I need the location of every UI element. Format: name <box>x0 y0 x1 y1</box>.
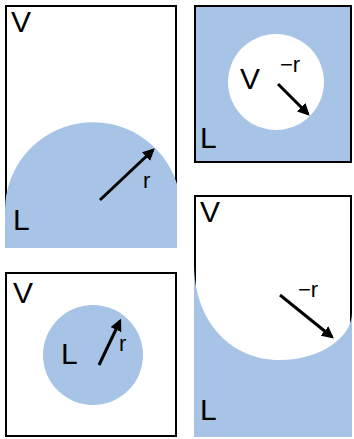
phase-label: V <box>200 197 220 227</box>
curvature-figure <box>194 195 352 437</box>
phase-label: V <box>13 278 33 308</box>
convex-meniscus-panel: VrL <box>5 5 177 248</box>
radius-label: r <box>143 170 150 192</box>
phase-label: V <box>11 7 31 37</box>
phase-label: L <box>13 205 30 235</box>
phase-label: L <box>61 339 78 369</box>
radius-label: −r <box>298 279 318 301</box>
phase-label: L <box>200 395 217 425</box>
bubble-panel: LV −r <box>194 5 352 163</box>
radius-label: r <box>119 333 126 355</box>
phase-label: L <box>200 123 217 153</box>
droplet-panel: V Lr <box>5 272 177 437</box>
radius-label: −r <box>280 54 300 76</box>
curvature-figure <box>5 5 177 248</box>
vapor-bubble: V −r <box>228 34 324 130</box>
phase-label: V <box>240 64 260 94</box>
concave-meniscus-panel: V −rL <box>194 195 352 437</box>
curvature-figure <box>43 305 143 405</box>
liquid-droplet: Lr <box>43 305 143 405</box>
